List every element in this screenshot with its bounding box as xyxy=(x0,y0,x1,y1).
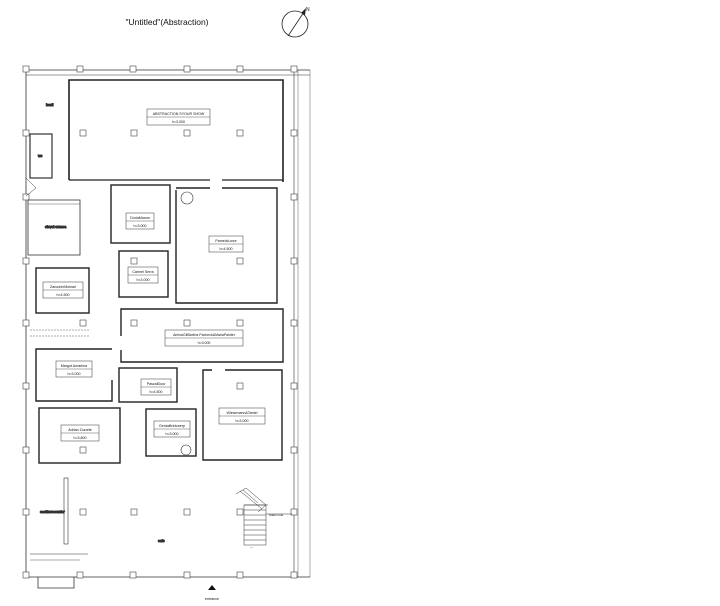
room-name: Margot Amarima xyxy=(61,364,87,368)
room-margot-amarima: Margot Amarima h=3.000 xyxy=(35,348,113,402)
room-carmel-serra: Carmel Serra h=3.000 xyxy=(118,250,169,298)
plan-title: "Untitled"(Abstraction) xyxy=(125,17,209,27)
entrance-marker: entrance xyxy=(205,585,219,601)
room-abstraction-your-show: ABSTRACTION SYOUR SHOW h=3.000 xyxy=(68,79,284,182)
room-name: PascalDour xyxy=(147,382,166,386)
cafe-area: cashierscounter cafe xyxy=(30,477,165,589)
room-wiesemann-tamiri: Wiesemann&Tamiri h=3.000 xyxy=(202,369,283,461)
room-name: DoriaMarum xyxy=(130,216,150,220)
room-doria-marum: DoriaMarum h=3.000 xyxy=(110,184,171,244)
room-height: h=3.800 xyxy=(73,436,86,440)
structural-columns xyxy=(22,65,298,579)
service-areas: loadi wc elevat oranea xyxy=(25,103,90,337)
room-name: Adrian Zuzarte xyxy=(68,428,92,432)
loading-label: loadi xyxy=(46,103,54,107)
entrance-arrow-icon xyxy=(208,585,216,590)
room-gerda-brinkwerp: GerdaBrinkwerp h=3.000 xyxy=(145,408,197,457)
cafe-label: cafe xyxy=(158,539,165,543)
room-adrian-zuzarte: Adrian Zuzarte h=3.800 xyxy=(38,407,121,464)
room-pascal-dour: PascalDour h=4.500 xyxy=(118,367,178,403)
room-height: h=3.000 xyxy=(198,341,211,345)
room-height: h=3.000 xyxy=(172,120,185,124)
room-amina-pacheck-maria: AminaGitBarkhs Pacheck&MariaPainter h=3.… xyxy=(120,308,284,363)
north-label: N xyxy=(306,7,310,13)
room-height: h=3.000 xyxy=(133,224,146,228)
room-height: h=4.500 xyxy=(56,293,69,297)
service-counter-label: cashierscounter xyxy=(40,510,66,514)
elevator-label: elevat oranea xyxy=(45,225,66,229)
room-height: h=3.000 xyxy=(67,372,80,376)
staircase: Stairs note — xyxy=(235,487,292,549)
room-height: h=3.000 xyxy=(136,278,149,282)
stair-base: — xyxy=(250,545,253,549)
stair-note: Stairs note xyxy=(269,513,284,517)
room-height: h=4.500 xyxy=(149,390,162,394)
room-name: GerdaBrinkwerp xyxy=(159,424,185,428)
room-height: h=4.500 xyxy=(219,247,232,251)
room-height: h=3.000 xyxy=(235,419,248,423)
room-name: ZarouhinMolnari xyxy=(50,285,76,289)
north-compass-icon: N xyxy=(281,7,310,38)
room-zarouhin-molnari: ZarouhinMolnari h=4.500 xyxy=(35,267,90,314)
wc-label: wc xyxy=(38,154,43,158)
room-name: Wiesemann&Tamiri xyxy=(227,411,258,415)
room-name: Carmel Serra xyxy=(132,270,153,274)
room-name: PamelaLorce xyxy=(215,239,236,243)
room-name: AminaGitBarkhs Pacheck&MariaPainter xyxy=(173,333,236,337)
room-height: h=3.000 xyxy=(165,432,178,436)
entrance-label: entrance xyxy=(205,597,219,601)
room-pamela-lorce: PamelaLorce h=4.500 xyxy=(175,187,278,304)
room-name: ABSTRACTION SYOUR SHOW xyxy=(153,112,205,116)
